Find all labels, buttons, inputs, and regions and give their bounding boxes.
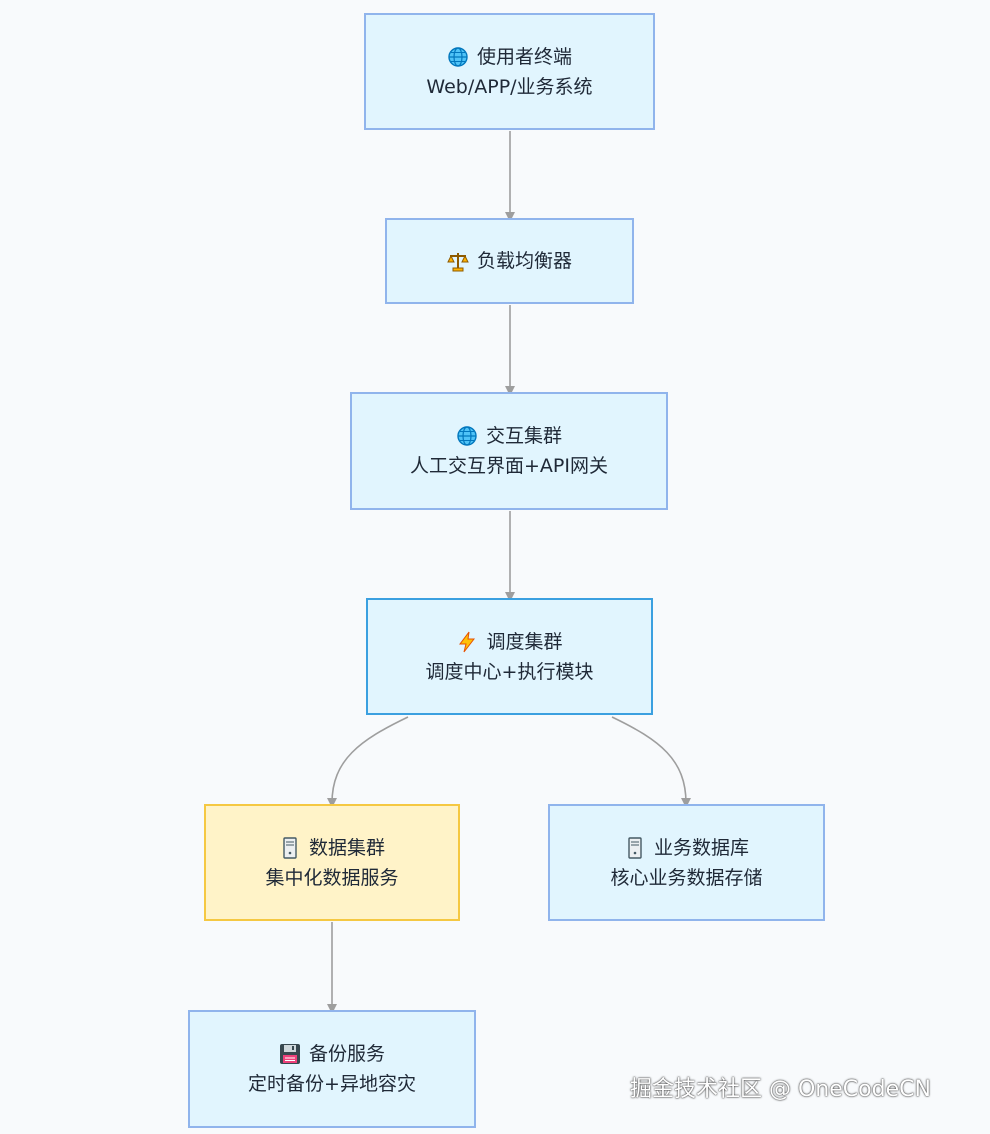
node-subtitle: Web/APP/业务系统 [426,75,593,98]
server-icon [279,836,301,859]
balance-scale-icon [447,250,469,272]
node-title: 备份服务 [308,1043,385,1065]
node-scheduling-cluster: 调度集群 调度中心+执行模块 [366,598,653,715]
node-title: 使用者终端 [476,45,572,68]
node-load-balancer: 负载均衡器 [385,218,634,304]
lightning-icon [456,631,478,653]
edge-schedule-bizdb [611,716,691,808]
node-subtitle: 集中化数据服务 [265,866,399,889]
watermark: 掘金技术社区 @ OneCodeCN [630,1077,931,1102]
node-title: 交互集群 [485,425,562,447]
node-interaction-cluster: 交互集群 人工交互界面+API网关 [350,392,668,510]
node-title: 业务数据库 [653,836,749,859]
node-title: 数据集群 [308,836,385,859]
node-subtitle: 人工交互界面+API网关 [410,455,608,477]
node-client: 使用者终端 Web/APP/业务系统 [364,13,655,130]
node-subtitle: 核心业务数据存储 [610,866,763,889]
edge-schedule-datacluster [327,716,409,808]
globe-icon [456,425,478,447]
node-title: 调度集群 [486,630,563,653]
node-business-database: 业务数据库 核心业务数据存储 [548,804,825,921]
node-backup-service: 备份服务 定时备份+异地容灾 [188,1010,476,1128]
node-subtitle: 调度中心+执行模块 [425,660,594,683]
server-icon [624,836,646,859]
node-subtitle: 定时备份+异地容灾 [248,1073,416,1095]
floppy-disk-icon [279,1043,301,1065]
node-data-cluster: 数据集群 集中化数据服务 [204,804,460,921]
node-title: 负载均衡器 [476,250,572,272]
globe-icon [447,46,469,68]
